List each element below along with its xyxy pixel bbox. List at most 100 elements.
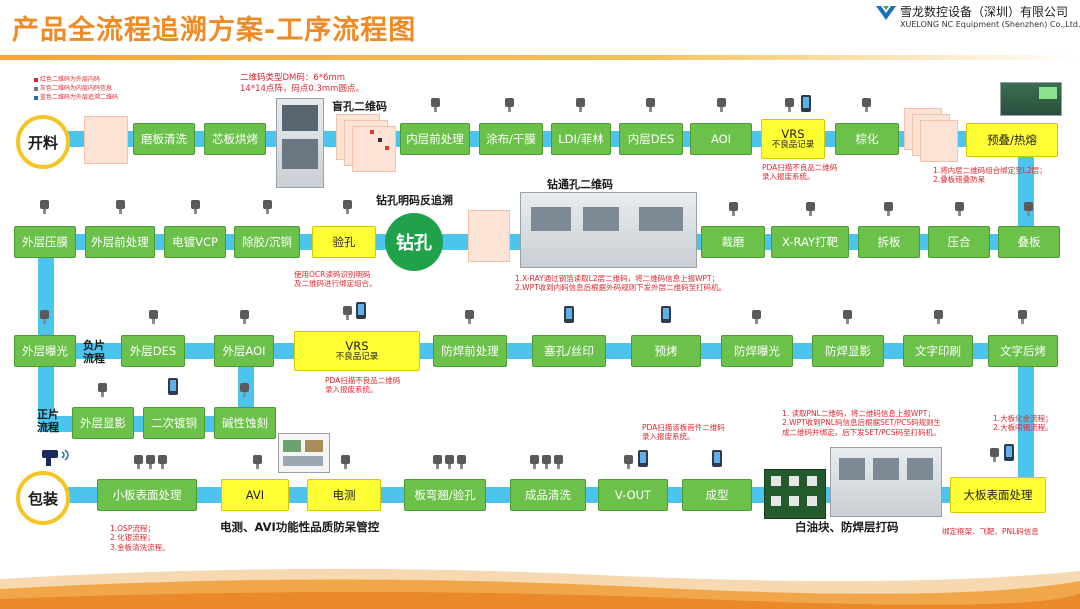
note-xray: 1.X-RAY通过钢箔读取L2层二维码，将二维码信息上报WPT； 2.WPT收到… [515,274,727,293]
camera-reader-icon [465,310,474,324]
camera-reader-icon [116,200,125,214]
label-white-oil-marking: 白油块、防焊层打码 [795,520,899,534]
camera-reader-icon [624,455,633,469]
note-bind-frame: 绑定框架、飞靶、PNL码信息 [942,527,1039,536]
note-dm-spec: 二维码类型DM码：6*6mm 14*14点阵，码点0.3mm圆点。 [240,73,364,94]
node-prebake: 预烤 [631,335,701,367]
camera-reader-icon [341,455,350,469]
node-trim-grind: 裁磨 [701,226,765,258]
node-v-out: V-OUT [598,479,668,511]
camera-reader-icon [752,310,761,324]
xray-machine-image [520,192,697,268]
start-cutting-node: 开料 [16,115,70,169]
dm-code-mark [370,130,374,134]
node-warp-hole-check: 板弯翘/验孔 [404,479,486,511]
camera-reader-icon [530,455,539,469]
pda-phone-icon [1004,444,1014,461]
camera-reader-icon [149,310,158,324]
node-legend-postbake: 文字后烤 [988,335,1058,367]
legend-item-blue: 蓝色二维码为外层追溯二维码 [34,92,118,101]
camera-reader-icon [843,310,852,324]
belt-left-2-3 [38,240,54,352]
node-mask-pretreat: 防焊前处理 [433,335,507,367]
camera-reader-icon [431,98,440,112]
camera-reader-icon [433,455,442,469]
node-xray-target: X-RAY打靶 [771,226,849,258]
camera-reader-icon [457,455,466,469]
node-mask-develop: 防焊显影 [812,335,884,367]
camera-reader-icon [934,310,943,324]
label-negative-flow: 负片 流程 [83,339,105,365]
label-blind-hole-code: 盲孔二维码 [332,100,387,113]
camera-reader-icon [158,455,167,469]
note-ocr: 使用OCR读码识别明码 及二维码进行绑定组合。 [294,270,377,289]
pda-phone-icon [356,302,366,319]
dm-code-mark [385,146,389,150]
white-oil-panel-image [764,469,826,519]
pda-phone-icon [661,306,671,323]
node-small-surface: 小板表面处理 [97,479,197,511]
note-vrs1: PDA扫描不良品二维码 录入报废系统。 [762,163,838,182]
company-name-en: XUELONG NC Equipment (Shenzhen) Co.,Ltd. [900,20,1080,29]
camera-reader-icon [343,200,352,214]
node-aoi: AOI [690,123,752,155]
camera-reader-icon [554,455,563,469]
title-underline [0,55,1080,60]
node-outer-pretreat: 外层前处理 [85,226,155,258]
camera-reader-icon [505,98,514,112]
camera-reader-icon [253,455,262,469]
camera-reader-icon [240,310,249,324]
camera-reader-icon [146,455,155,469]
page-title: 产品全流程追溯方案-工序流程图 [12,15,417,46]
note-big-flow: 1.大板化金流程； 2.大板喷锡流程。 [993,414,1053,433]
note-pnl: 1. 读取PNL二维码，将二维码信息上报WPT； 2.WPT收到PNL码信息后根… [782,409,942,437]
node-outer-exposure: 外层曝光 [14,335,76,367]
end-packing-node: 包装 [16,471,70,525]
camera-reader-icon [576,98,585,112]
node-plating-vcp: 电镀VCP [164,226,226,258]
pda-phone-icon [801,95,811,112]
camera-reader-icon [1024,202,1033,216]
avi-inspection-image [278,433,330,473]
node-legend-print: 文字印刷 [903,335,973,367]
camera-reader-icon [990,448,999,462]
legend-item-gray: 灰色二维码为内层内码信息 [34,83,112,92]
camera-reader-icon [729,202,738,216]
camera-reader-icon [646,98,655,112]
node-disassemble: 拆板 [858,226,920,258]
node-inner-des: 内层DES [619,123,683,155]
note-prestack: 1.将内层二维码组合绑定至L2层； 2.叠板错叠防呆 [933,166,1047,185]
pda-phone-icon [712,450,722,467]
label-positive-flow: 正片 流程 [37,408,59,434]
legend-item-red: 红色二维码为外层内码 [34,74,100,83]
scanner-gun-icon [42,449,69,466]
node-hole-check: 验孔 [312,226,376,258]
node-drilling: 钻孔 [385,213,443,271]
panel-sheet [84,116,128,164]
node-coating-dryfilm: 涂布/干膜 [479,123,543,155]
company-logo-icon [876,6,896,20]
footer-wave [0,568,1080,609]
node-second-copper: 二次镀铜 [143,407,205,439]
label-drill-through-code: 钻通孔二维码 [547,178,613,191]
prestack-machine-image [1000,82,1062,116]
camera-reader-icon [263,200,272,214]
node-grind-clean: 磨板清洗 [133,123,195,155]
camera-reader-icon [40,310,49,324]
node-routing: 成型 [682,479,752,511]
node-plug-silkscreen: 塞孔/丝印 [532,335,606,367]
node-browning: 棕化 [835,123,899,155]
camera-reader-icon [191,200,200,214]
node-core-bake: 芯板烘烤 [204,123,266,155]
prestack-sheet-3 [920,120,958,162]
blind-sheet-3 [352,126,396,172]
camera-reader-icon [1018,310,1027,324]
camera-reader-icon [240,383,249,397]
camera-reader-icon [785,98,794,112]
node-electrical-test: 电测 [307,479,381,511]
camera-reader-icon [40,200,49,214]
node-big-surface: 大板表面处理 [950,477,1046,513]
node-outer-aoi: 外层AOI [214,335,274,367]
node-alkaline-etch: 碱性蚀刻 [214,407,276,439]
